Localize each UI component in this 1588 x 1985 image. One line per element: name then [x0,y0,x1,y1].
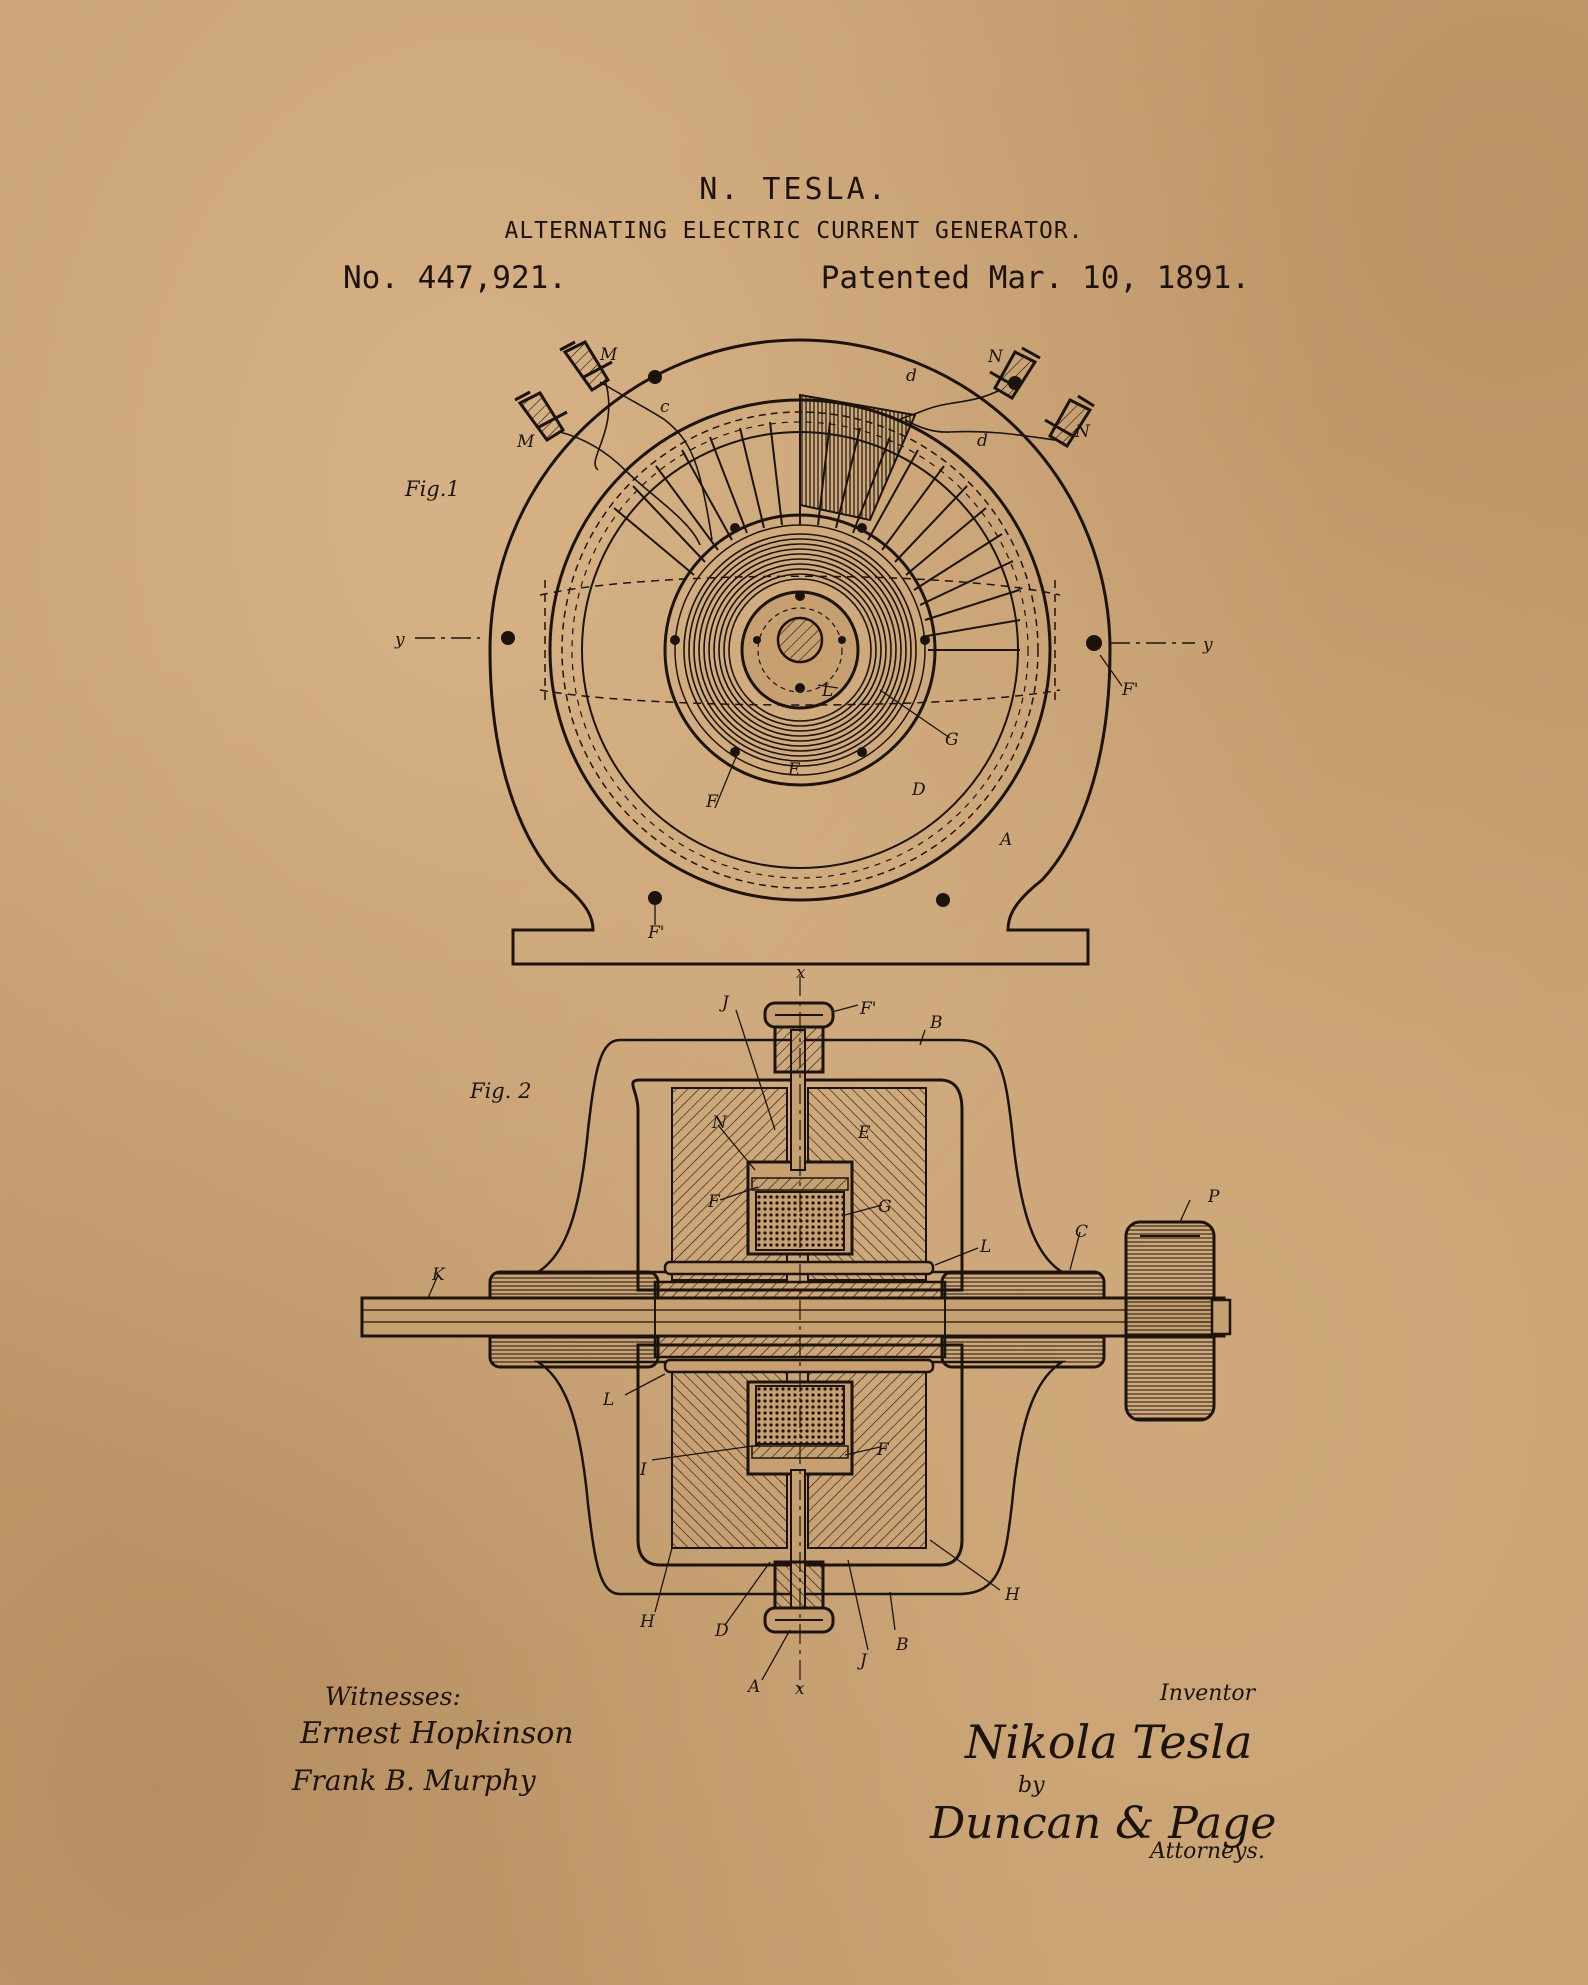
fig1-label-f-prime-bottom: F' [647,923,664,943]
fig2-label-a: A [746,1677,760,1697]
fig1-stator-bolts [670,523,930,757]
fig1-armature-spokes [613,420,1021,651]
fig2-label-b-top: B [929,1013,943,1033]
witness-2-signature: Frank B. Murphy [291,1764,537,1797]
fig2-label-e: E [857,1123,871,1143]
inventor-signature: Nikola Tesla [964,1715,1252,1769]
fig1-label-g: G [945,730,959,750]
attorneys-signature: Duncan & Page [929,1798,1276,1849]
fig2-label-f-upper: F [707,1192,721,1212]
fig1-hidden-lines [539,575,1061,706]
fig2-label-g: G [878,1197,892,1217]
fig1-shaft [776,616,824,664]
fig1-lead-wires [559,379,1056,546]
figure-1 [415,338,1195,966]
inventor-label: Inventor [1159,1681,1257,1706]
fig1-label-m-top: M [599,345,618,365]
fig1-label-l: L [821,681,833,701]
attorneys-label: Attorneys. [1148,1839,1265,1864]
fig2-label-f-prime: F' [859,999,876,1019]
fig1-terminals-n [989,346,1095,449]
fig1-leaders [654,654,1123,925]
fig1-label-f-prime-right: F' [1121,680,1138,700]
fig1-label-n-right: N [1074,422,1091,442]
fig2-label-j-top: J [719,993,730,1013]
fig2-label-h-left: H [639,1612,656,1632]
fig1-label-a: A [998,830,1012,850]
fig1-label-c: c [660,397,670,417]
inventor-name: N. TESLA. [699,172,889,207]
fig2-label-j-bottom: J [857,1651,868,1671]
fig1-label-d: D [911,780,926,800]
by-label: by [1018,1773,1045,1798]
witness-1-signature: Ernest Hopkinson [299,1716,574,1751]
patent-number: No. 447,921. [343,260,567,296]
fig2-label-l-left: L [602,1390,614,1410]
fig2-label-c: C [1075,1222,1088,1242]
fig1-axis-y [415,637,1195,644]
fig2-rod-lower [663,1358,935,1374]
fig2-shaft [360,1296,1226,1338]
fig1-hub-bolts [753,591,846,693]
fig2-leaders [427,1004,1191,1681]
fig2-label-n: N [711,1113,728,1133]
patent-date: Patented Mar. 10, 1891. [820,260,1250,296]
fig1-label-e: E [787,760,801,780]
fig1-label-d-mid: d [977,431,988,451]
fig2-label-p: P [1207,1187,1220,1207]
fig2-label: Fig. 2 [469,1079,531,1103]
fig1-label-f: F [705,792,719,812]
fig1-label-m-left: M [516,432,535,452]
fig1-coil [683,533,917,767]
fig1-terminals-m [514,340,613,443]
fig1-stator-ring [663,513,937,787]
fig1-dense-winding [799,393,917,522]
fig2-rod-upper [663,1260,935,1276]
fig2-label-h-right: H [1004,1585,1021,1605]
fig2-label-b-bottom: B [895,1635,909,1655]
fig2-label-d: D [714,1621,729,1641]
fig1-frame [488,338,1112,966]
fig1-label: Fig.1 [404,477,460,501]
fig1-label-n-top: N [987,347,1004,367]
fig2-label-k: K [431,1265,446,1285]
fig2-pulley [1124,1220,1216,1422]
fig1-label-y-right: y [1202,635,1213,655]
patent-title: ALTERNATING ELECTRIC CURRENT GENERATOR. [504,218,1084,244]
fig2-label-l-right: L [979,1237,991,1257]
fig2-label-x-bottom: x [795,1679,805,1699]
fig2-label-f-lower: F [876,1440,890,1460]
fig1-label-d-top: d [906,366,917,386]
figure-2 [360,976,1232,1690]
fig2-label-i: I [639,1460,647,1480]
fig1-label-y-left: y [394,630,405,650]
fig2-label-x-top: x [796,963,806,983]
witnesses-label: Witnesses: [325,1682,461,1711]
